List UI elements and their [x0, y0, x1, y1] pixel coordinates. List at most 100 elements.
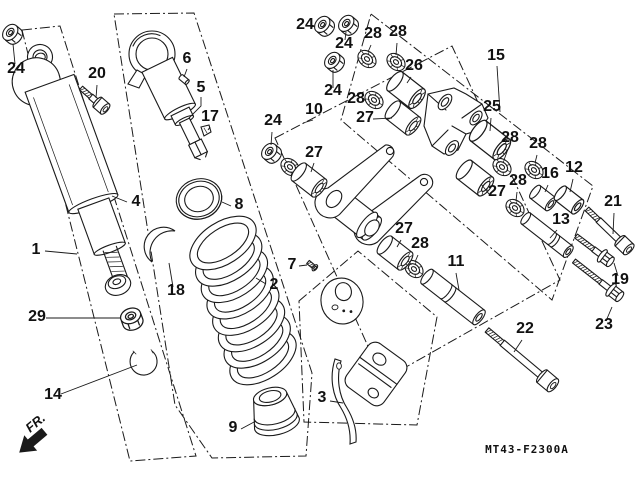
callout-15: 15: [487, 47, 505, 64]
callout-24: 24: [7, 60, 25, 77]
figure-code: MT43-F2300A: [485, 443, 569, 456]
leader-line-24: [311, 25, 316, 28]
callout-19: 19: [611, 271, 629, 288]
callout-20: 20: [88, 65, 106, 82]
leader-line-19: [613, 262, 619, 277]
leader-line-12: [569, 178, 574, 193]
part-shock-absorber: [11, 43, 128, 282]
callout-28: 28: [389, 23, 407, 40]
callout-12: 12: [565, 159, 583, 176]
leader-line-24: [270, 131, 273, 146]
leader-line-9: [240, 420, 257, 430]
callout-27: 27: [305, 144, 323, 161]
leader-line-2: [255, 277, 267, 285]
callout-24: 24: [324, 82, 342, 99]
leader-line-22: [513, 339, 523, 353]
part-24-lock-nut: [257, 139, 286, 167]
callout-28: 28: [364, 25, 382, 42]
fr-direction-marker: FR.: [19, 410, 48, 453]
box-bracket-group: [298, 250, 438, 426]
leader-line-23: [605, 306, 613, 322]
callout-28: 28: [509, 172, 527, 189]
part-11-pivot-collar: [418, 266, 488, 328]
part-8-spring-seat: [175, 178, 223, 220]
leader-line-14: [60, 364, 138, 395]
callout-18: 18: [167, 282, 185, 299]
leader-line-13: [549, 229, 558, 239]
part-2-coil-spring: [189, 215, 297, 386]
callout-3: 3: [318, 389, 327, 406]
callout-27: 27: [488, 183, 506, 200]
callout-24: 24: [296, 16, 314, 33]
leader-line-27: [480, 183, 490, 195]
part-10-linkage-arms: [314, 144, 434, 246]
callout-24: 24: [264, 112, 282, 129]
leader-line-27: [310, 162, 315, 173]
leader-line-11: [455, 272, 460, 291]
leader-line-24: [12, 43, 16, 65]
leader-line-20: [95, 84, 98, 99]
leader-line-28: [515, 191, 518, 202]
callout-1: 1: [32, 241, 41, 258]
callout-7: 7: [288, 256, 297, 273]
part-28-dust-seal: [353, 46, 381, 72]
callout-28: 28: [347, 90, 365, 107]
callout-23: 23: [595, 316, 613, 333]
callout-28: 28: [501, 129, 519, 146]
leader-line-25: [489, 117, 492, 132]
leader-line-10: [302, 119, 314, 124]
part-shock-top-mount: [127, 30, 209, 161]
part-24-lock-nut: [0, 20, 27, 48]
part-7-screw: [305, 258, 320, 273]
part-9-spring-boot: [252, 386, 300, 437]
callout-27: 27: [395, 220, 413, 237]
callout-24: 24: [335, 35, 353, 52]
part-26-bushing: [383, 68, 429, 112]
leader-line-28: [395, 42, 398, 56]
callout-14: 14: [44, 386, 62, 403]
box-spring-group: [113, 12, 313, 459]
callout-25: 25: [483, 98, 501, 115]
leader-line-21: [612, 212, 615, 235]
leader-line-28: [503, 148, 509, 161]
callout-27: 27: [356, 109, 374, 126]
callout-4: 4: [132, 193, 141, 210]
callout-5: 5: [197, 79, 206, 96]
leader-line-27: [372, 117, 393, 120]
callout-9: 9: [229, 419, 238, 436]
callout-16: 16: [541, 165, 559, 182]
callout-2: 2: [270, 276, 279, 293]
leader-line-28: [534, 154, 538, 164]
callout-13: 13: [552, 211, 570, 228]
leader-line-28: [414, 254, 419, 263]
leader-line-26: [406, 76, 412, 84]
callout-29: 29: [28, 308, 46, 325]
leader-line-15: [496, 65, 501, 113]
fr-arrow-icon: [19, 427, 48, 453]
part-3-guard-plate: [331, 358, 357, 445]
box-shock-assembly: [21, 25, 197, 462]
callout-28: 28: [529, 135, 547, 152]
box-knuckle-group: [340, 13, 594, 301]
leader-line-5: [188, 97, 202, 119]
callout-6: 6: [183, 50, 192, 67]
callout-22: 22: [516, 320, 534, 337]
callout-11: 11: [448, 253, 465, 270]
leader-line-6: [183, 68, 188, 78]
callout-26: 26: [405, 57, 423, 74]
part-14-stopper-ring: [129, 349, 158, 376]
leader-line-16: [544, 184, 549, 193]
leader-line-8: [221, 201, 232, 207]
callout-10: 10: [305, 101, 323, 118]
callout-8: 8: [235, 196, 244, 213]
part-24-lock-nut: [320, 48, 349, 76]
part-29-adjuster-nut: [117, 304, 146, 334]
part-18-guide-collar: [143, 226, 176, 263]
callout-21: 21: [604, 193, 622, 210]
leader-line-4: [111, 195, 128, 203]
leader-line-24: [344, 31, 347, 41]
leader-line-7: [298, 264, 308, 267]
